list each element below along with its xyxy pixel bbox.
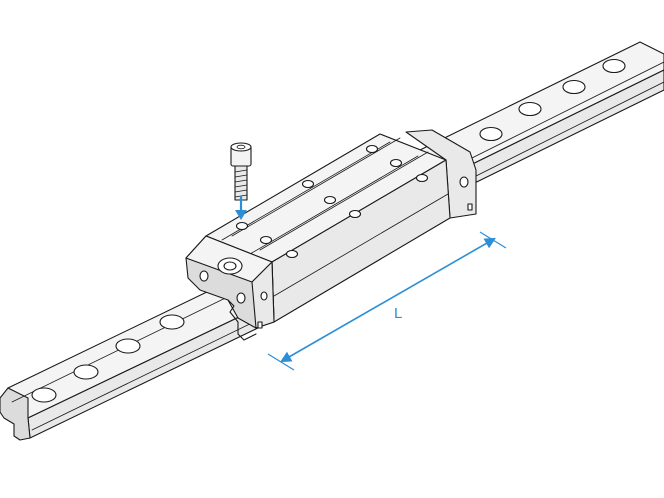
tapped-hole (389, 158, 403, 168)
tapped-hole (259, 235, 273, 245)
rail-hole (73, 364, 99, 380)
seal-bolt (467, 203, 473, 211)
rail-hole (479, 126, 503, 142)
tapped-hole (323, 195, 337, 205)
tapped-hole (365, 144, 379, 154)
dimension-label: L (394, 305, 402, 322)
end-seal-screw (236, 292, 246, 304)
grease-nipple-inner (223, 261, 237, 271)
length-dimension: L (267, 231, 507, 371)
end-seal-screw (260, 291, 268, 301)
rail-mounting-holes-back (479, 58, 626, 142)
tapped-hole (235, 221, 249, 231)
rail-mounting-holes-front (31, 314, 185, 403)
rail-hole (31, 387, 57, 403)
rail-front-section (0, 275, 263, 441)
dimension-line (280, 237, 496, 363)
tapped-hole (348, 209, 362, 219)
rail-hole (602, 58, 626, 74)
seal-bolt (257, 321, 263, 329)
tapped-hole (415, 173, 429, 183)
insert-arrow-icon (235, 196, 247, 220)
rail-hole (562, 79, 586, 95)
rail-hole (518, 101, 542, 117)
socket-head-cap-screw-icon (230, 142, 252, 201)
tapped-hole (301, 179, 315, 189)
rail-back-section (419, 41, 664, 199)
end-seal-screw (199, 270, 209, 282)
rail-hole (115, 338, 141, 354)
rail-hole (159, 314, 185, 330)
tapped-hole (285, 249, 299, 259)
grease-port-right (459, 176, 469, 188)
